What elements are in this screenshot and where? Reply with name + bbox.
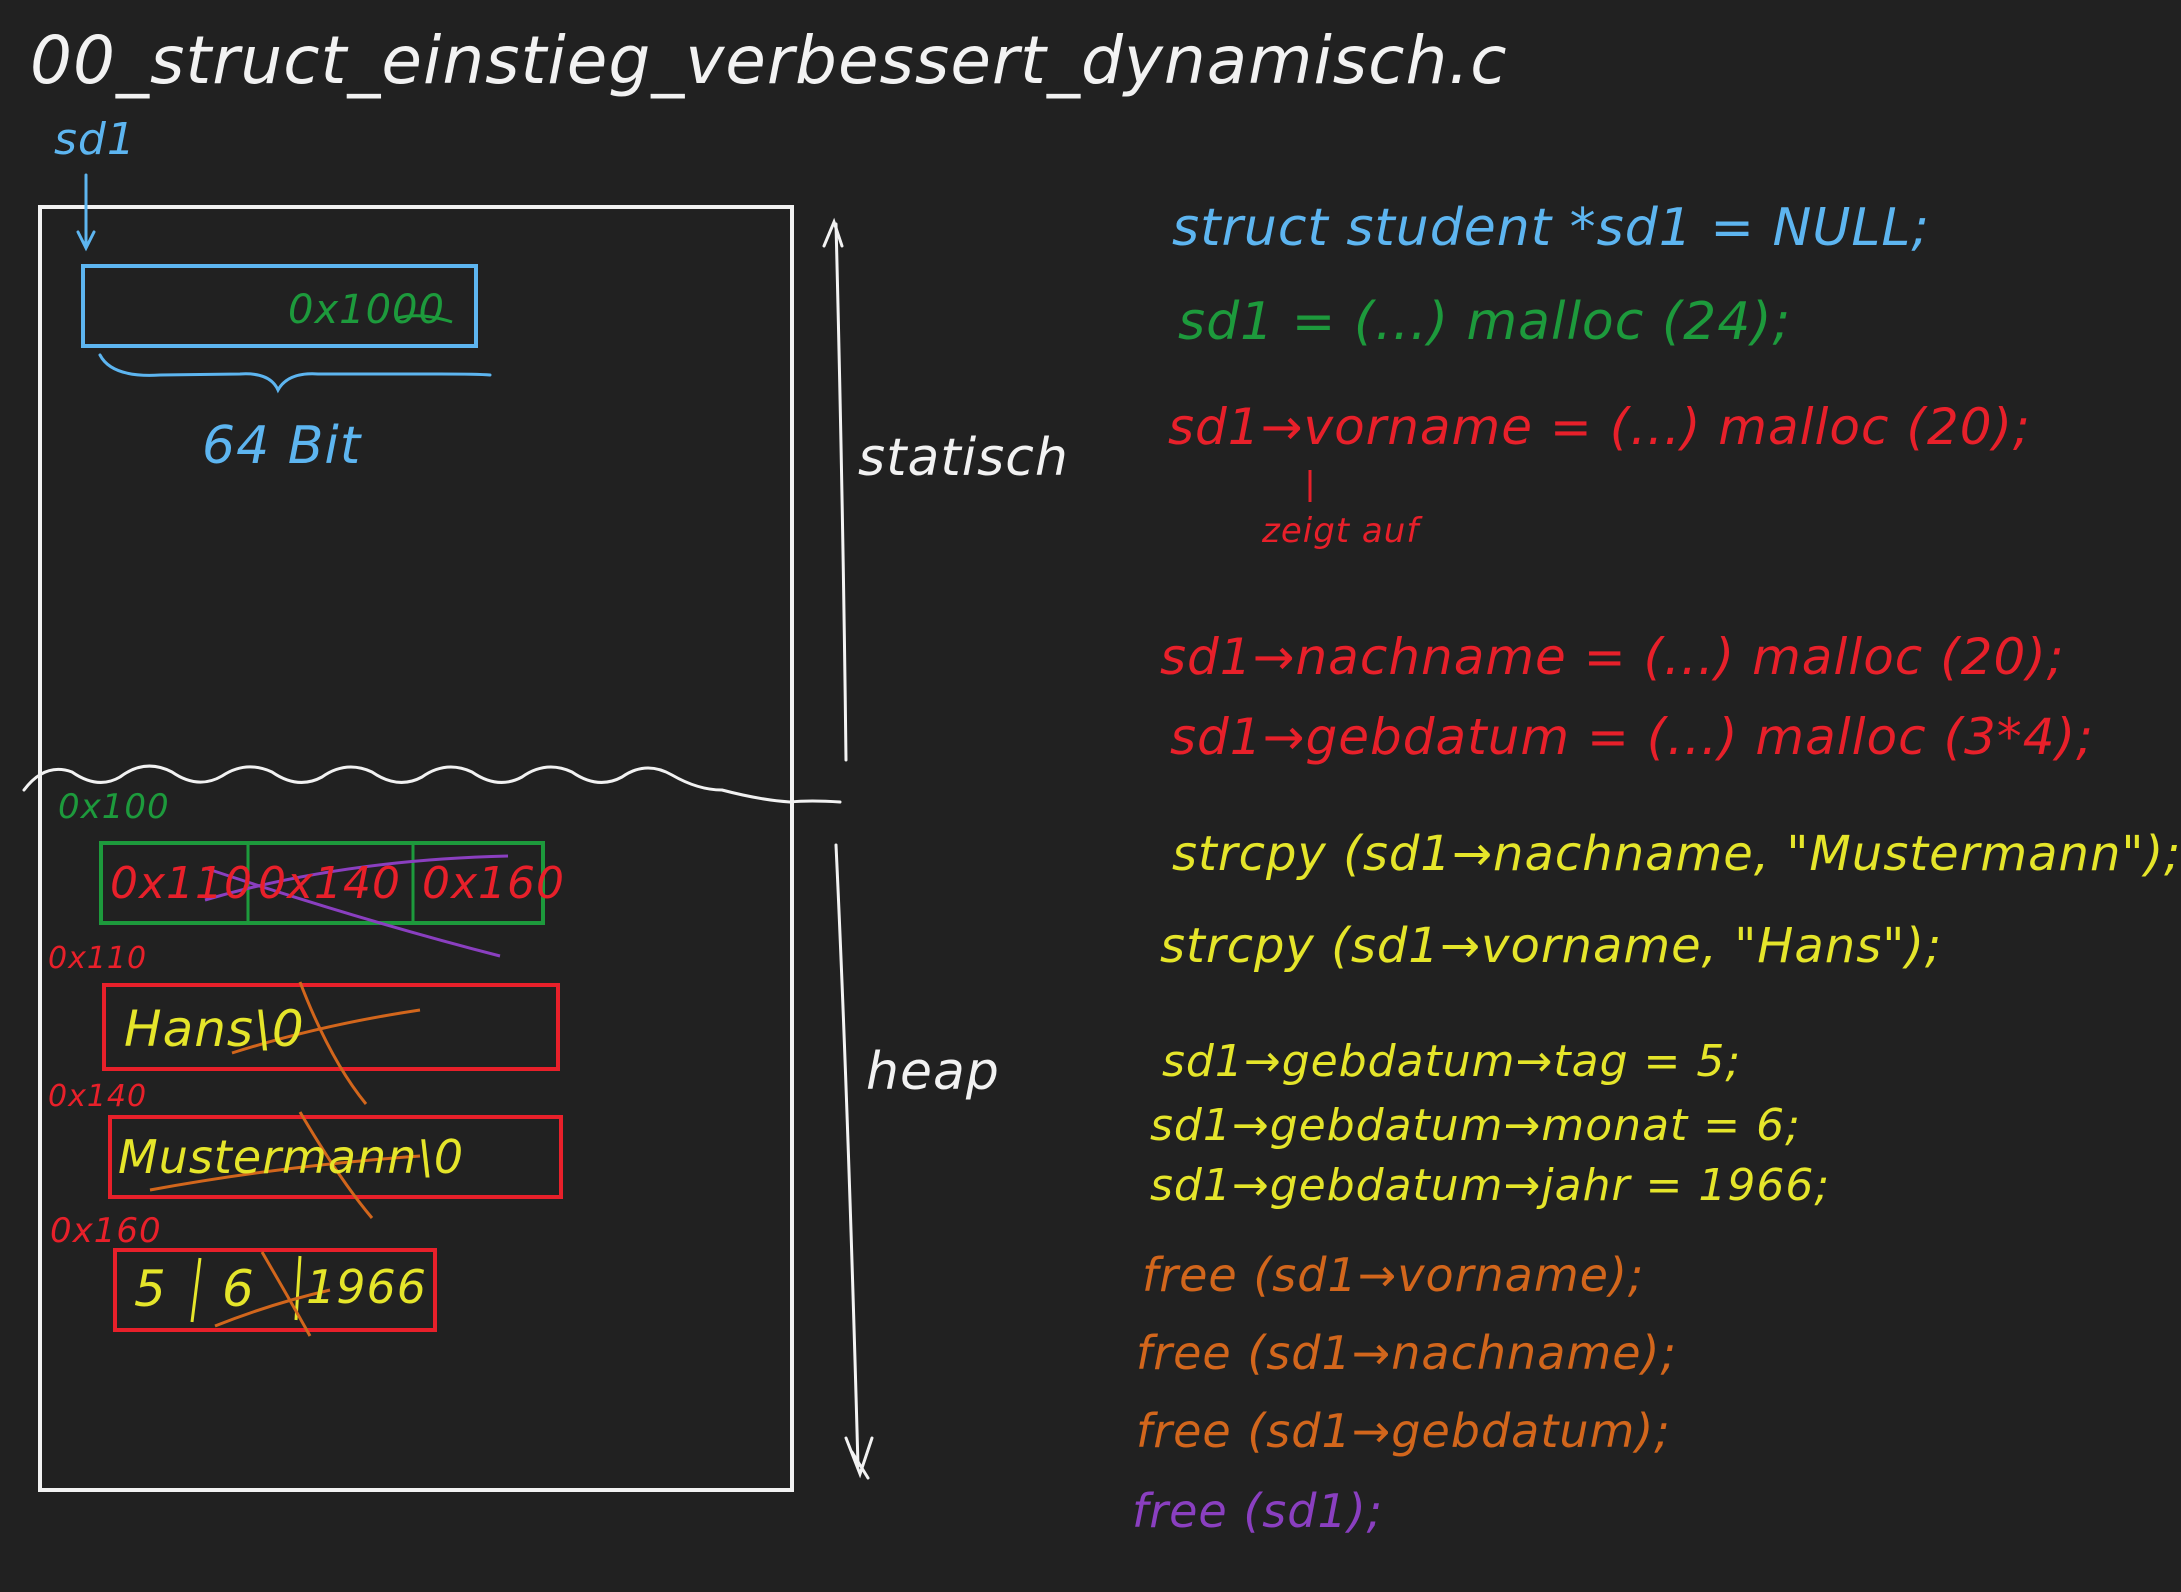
wave-separator bbox=[22, 764, 842, 804]
memory-frame bbox=[38, 205, 794, 1492]
struct-cell-vorname: 0x110 bbox=[110, 858, 254, 909]
struct-block bbox=[99, 841, 545, 925]
gebdatum-block bbox=[113, 1248, 437, 1332]
code-line-set-tag: sd1→gebdatum→tag = 5; bbox=[1162, 1036, 1742, 1087]
vorname-block-address: 0x110 bbox=[48, 941, 148, 976]
code-line-malloc-vorname: sd1→vorname = (...) malloc (20); bbox=[1168, 398, 2031, 456]
vorname-block bbox=[102, 983, 560, 1071]
pointer-label: sd1 bbox=[54, 114, 136, 165]
gebdatum-monat: 6 bbox=[222, 1260, 255, 1318]
nachname-content: Mustermann\0 bbox=[118, 1130, 465, 1184]
nachname-block-address: 0x140 bbox=[48, 1079, 148, 1114]
purple-cross bbox=[204, 854, 509, 902]
code-line-free-vorname: free (sd1→vorname); bbox=[1142, 1248, 1645, 1302]
heap-label: heap bbox=[866, 1042, 1000, 1102]
vorname-content: Hans\0 bbox=[124, 1000, 305, 1058]
struct-cell-gebdatum: 0x160 bbox=[422, 858, 566, 909]
gebdatum-block-address: 0x160 bbox=[50, 1211, 162, 1251]
code-line-set-jahr: sd1→gebdatum→jahr = 1966; bbox=[1150, 1160, 1831, 1211]
gebdatum-jahr: 1966 bbox=[306, 1260, 428, 1314]
correction-stroke bbox=[397, 314, 453, 324]
size-brace bbox=[98, 353, 492, 394]
code-line-set-monat: sd1→gebdatum→monat = 6; bbox=[1150, 1100, 1801, 1151]
gebdatum-tag: 5 bbox=[134, 1260, 167, 1318]
code-line-strcpy-vorname: strcpy (sd1→vorname, "Hans"); bbox=[1160, 918, 1943, 974]
memory-diagram bbox=[22, 173, 1312, 1492]
nachname-block bbox=[108, 1115, 563, 1199]
static-label: statisch bbox=[858, 428, 1069, 488]
orange-cross bbox=[231, 1008, 421, 1055]
code-line-strcpy-nachname: strcpy (sd1→nachname, "Mustermann"); bbox=[1172, 826, 2181, 882]
whiteboard-canvas: 00_struct_einstieg_verbessert_dynamisch.… bbox=[22, 22, 2180, 1538]
code-line-malloc-struct: sd1 = (...) malloc (24); bbox=[1178, 292, 1792, 352]
page-title: 00_struct_einstieg_verbessert_dynamisch.… bbox=[30, 22, 1508, 99]
code-line-malloc-gebdatum: sd1→gebdatum = (...) malloc (3*4); bbox=[1170, 708, 2094, 766]
code-line-malloc-nachname: sd1→nachname = (...) malloc (20); bbox=[1160, 628, 2065, 686]
pointer-cell-value: 0x1000 bbox=[288, 287, 445, 333]
code-line-declare: struct student *sd1 = NULL; bbox=[1172, 198, 1930, 258]
code-line-free-struct: free (sd1); bbox=[1132, 1484, 1384, 1538]
pointer-arrow bbox=[76, 173, 96, 252]
code-line-free-gebdatum: free (sd1→gebdatum); bbox=[1136, 1404, 1671, 1458]
static-arrow bbox=[822, 217, 848, 762]
pointer-cell bbox=[81, 264, 478, 348]
code-line-free-nachname: free (sd1→nachname); bbox=[1136, 1326, 1677, 1380]
heap-arrow bbox=[834, 843, 874, 1480]
size-label: 64 Bit bbox=[202, 416, 362, 476]
struct-cell-nachname: 0x140 bbox=[258, 858, 402, 909]
code-line-zeigt-auf: zeigt auf bbox=[1262, 511, 1420, 551]
struct-block-address: 0x100 bbox=[58, 787, 170, 827]
